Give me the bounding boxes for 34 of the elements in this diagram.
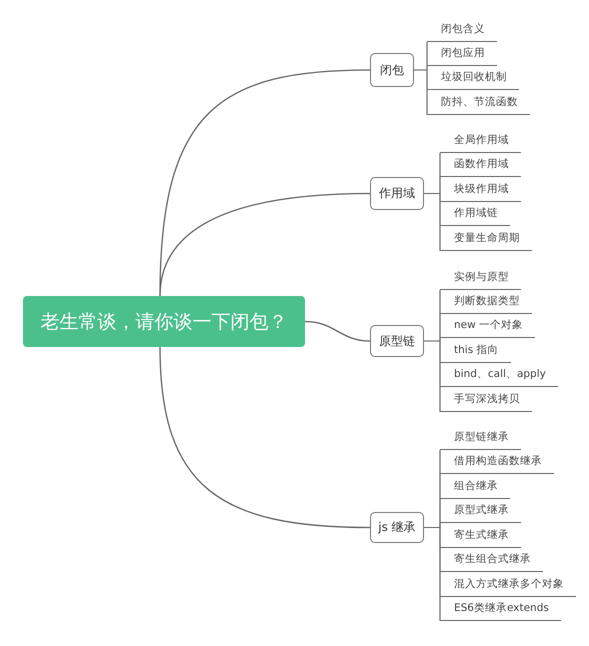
leaf-topic: 手写深浅拷贝: [440, 388, 532, 412]
leaf-topic: 判断数据类型: [440, 290, 532, 314]
leaf-topic: 块级作用域: [440, 178, 521, 202]
leaf-topic: 闭包应用: [427, 42, 497, 66]
leaf-topic: 变量生命周期: [440, 227, 532, 251]
leaf-topic: 借用构造函数继承: [440, 450, 554, 474]
connector-line: [159, 192, 370, 296]
leaf-topic: 原型链继承: [440, 426, 521, 450]
connector-line: [424, 192, 441, 251]
leaf-topic: new 一个对象: [440, 314, 536, 338]
leaf-topic: 原型式继承: [440, 499, 521, 523]
branch-box: js 继承: [370, 512, 424, 543]
leaf-topic: bind、call、apply: [440, 363, 558, 387]
leaf-topic: 垃圾回收机制: [427, 66, 519, 90]
branch-box: 闭包: [370, 53, 414, 87]
leaf-topic: 全局作用域: [440, 129, 521, 153]
leaf-topic: 组合继承: [440, 475, 510, 499]
leaf-topic: this 指向: [440, 339, 510, 363]
leaf-topic: 函数作用域: [440, 153, 521, 177]
connector-line: [159, 346, 370, 528]
topic-box: 老生常谈，请你谈一下闭包？: [23, 296, 305, 347]
leaf-topic: 寄生式继承: [440, 524, 521, 548]
leaf-topic: 作用域链: [440, 202, 510, 226]
leaf-topic: 防抖、节流函数: [427, 91, 530, 115]
branch-box: 原型链: [370, 325, 424, 357]
leaf-topic: ES6类继承extends: [440, 597, 561, 621]
branch-box: 作用域: [370, 177, 424, 210]
leaf-topic: 实例与原型: [440, 266, 521, 290]
connector-line: [424, 526, 441, 621]
leaf-topic: 混入方式继承多个对象: [440, 573, 576, 597]
leaf-topic: 寄生组合式继承: [440, 548, 543, 572]
connector-line: [424, 340, 441, 412]
leaf-topic: 闭包含义: [427, 18, 497, 42]
connector-line: [304, 320, 370, 342]
